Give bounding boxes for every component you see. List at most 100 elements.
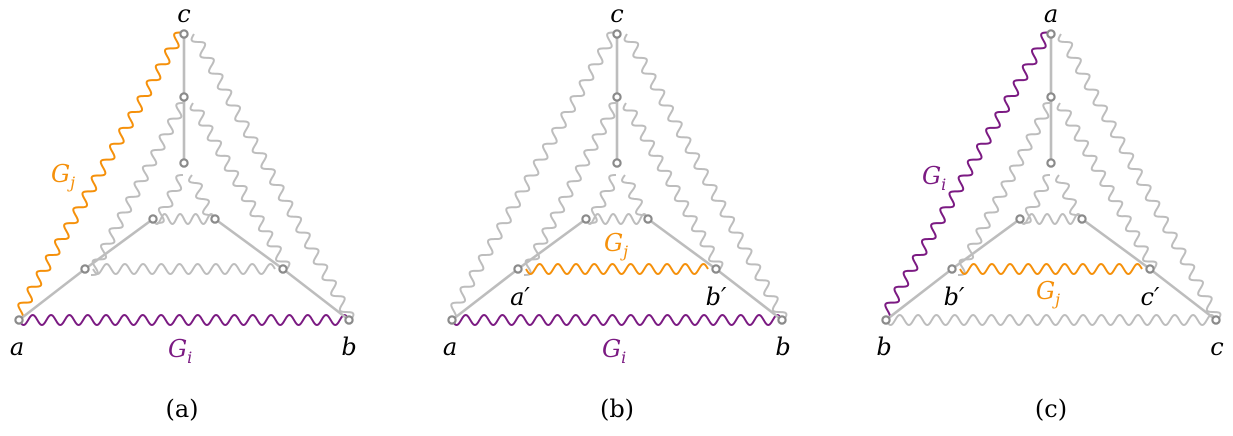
panel-c: a b c b′ c′ Gj Gi (c) xyxy=(876,0,1223,423)
right-middle-wavy-edge xyxy=(189,102,291,270)
right-outer-wavy-edge xyxy=(190,33,355,321)
left-inner-wavy-edge xyxy=(156,174,184,224)
caption: (a) xyxy=(165,395,198,423)
node-top-2 xyxy=(612,92,622,102)
node-right-2 xyxy=(278,264,288,274)
left-outer-wavy-edge xyxy=(882,31,1049,320)
node-right xyxy=(777,315,787,325)
left-middle-wavy-edge xyxy=(523,102,617,276)
node-left xyxy=(447,315,457,325)
node-right-3 xyxy=(210,214,220,224)
gi-label: Gi xyxy=(602,335,626,367)
node-left-3 xyxy=(581,214,591,224)
gj-subscript: j xyxy=(1052,290,1060,309)
spoke-left-1 xyxy=(451,267,519,322)
bottom-outer-wavy-edge xyxy=(885,313,1217,327)
right-middle-wavy-edge xyxy=(622,102,724,270)
node-right-3 xyxy=(1077,214,1087,224)
node-left xyxy=(881,315,891,325)
bottom-outer-wavy-edge xyxy=(451,313,783,327)
corner-label-right: b xyxy=(775,333,790,361)
gj-label: Gj xyxy=(604,229,628,261)
node-top xyxy=(612,29,622,39)
node-left-3 xyxy=(1015,214,1025,224)
node-top-3 xyxy=(1046,158,1056,168)
corner-label-right: b xyxy=(341,333,356,361)
inner-label-left: b′ xyxy=(944,283,965,311)
bottom-inner-wavy-edge xyxy=(1019,212,1083,226)
panel-b: c a b a′ b′ Gj Gi (b) xyxy=(443,0,791,423)
caption: (b) xyxy=(600,395,634,423)
spoke-right-1 xyxy=(715,267,783,322)
gi-subscript: i xyxy=(187,348,192,367)
corner-label-top: c xyxy=(610,0,623,28)
node-left-2 xyxy=(80,264,90,274)
gi-letter: G xyxy=(922,162,941,190)
caption: (c) xyxy=(1035,395,1067,423)
left-middle-wavy-edge xyxy=(957,102,1051,276)
gi-label: Gi xyxy=(922,162,946,194)
gj-label: Gj xyxy=(1036,277,1060,309)
bottom-middle-wavy-edge xyxy=(959,262,1143,276)
inner-label-right: c′ xyxy=(1141,283,1160,311)
corner-label-left: a xyxy=(443,333,457,361)
node-right xyxy=(1211,315,1221,325)
spoke-left-2 xyxy=(517,217,587,271)
gj-subscript: j xyxy=(620,242,628,261)
bottom-outer-wavy-edge xyxy=(18,313,350,327)
node-right-3 xyxy=(643,214,653,224)
spoke-right-2 xyxy=(1081,217,1151,271)
left-outer-wavy-edge xyxy=(448,31,615,320)
node-left-3 xyxy=(148,214,158,224)
node-top-2 xyxy=(1046,92,1056,102)
spoke-left-1 xyxy=(18,267,86,322)
spoke-left-2 xyxy=(84,217,154,271)
node-top xyxy=(1046,29,1056,39)
bottom-middle-wavy-edge xyxy=(525,262,709,276)
spoke-right-2 xyxy=(214,217,284,271)
node-top xyxy=(179,29,189,39)
right-middle-wavy-edge xyxy=(1056,102,1158,270)
gj-letter: G xyxy=(1036,277,1055,305)
panel-a: c a b Gj Gi (a) xyxy=(10,0,357,423)
left-outer-wavy-edge xyxy=(15,31,182,320)
node-right xyxy=(344,315,354,325)
bottom-inner-wavy-edge xyxy=(585,212,649,226)
right-outer-wavy-edge xyxy=(1057,33,1222,321)
corner-label-left: a xyxy=(10,333,24,361)
node-top-3 xyxy=(612,158,622,168)
gj-letter: G xyxy=(604,229,623,257)
panel-b-edges xyxy=(447,29,788,327)
gj-label: Gj xyxy=(51,160,75,192)
spoke-right-1 xyxy=(282,267,350,322)
node-left-2 xyxy=(513,264,523,274)
gi-letter: G xyxy=(168,335,187,363)
node-left xyxy=(14,315,24,325)
corner-label-top: c xyxy=(177,0,190,28)
left-inner-wavy-edge xyxy=(589,174,617,224)
corner-label-left: b xyxy=(876,333,891,361)
spoke-left-1 xyxy=(885,267,953,322)
corner-label-right: c xyxy=(1210,333,1223,361)
node-top-3 xyxy=(179,158,189,168)
left-inner-wavy-edge xyxy=(1023,174,1051,224)
inner-label-right: b′ xyxy=(706,283,727,311)
spoke-left-2 xyxy=(951,217,1021,271)
panel-a-edges xyxy=(14,29,355,327)
node-left-2 xyxy=(947,264,957,274)
left-middle-wavy-edge xyxy=(90,102,184,276)
bottom-inner-wavy-edge xyxy=(152,212,216,226)
gi-subscript: i xyxy=(941,175,946,194)
node-right-2 xyxy=(711,264,721,274)
gj-subscript: j xyxy=(67,173,75,192)
corner-label-top: a xyxy=(1044,0,1058,28)
gi-letter: G xyxy=(602,335,621,363)
right-outer-wavy-edge xyxy=(623,33,788,321)
spoke-right-1 xyxy=(1149,267,1217,322)
node-right-2 xyxy=(1145,264,1155,274)
gi-label: Gi xyxy=(168,335,192,367)
gi-subscript: i xyxy=(621,348,626,367)
spoke-right-2 xyxy=(647,217,717,271)
node-top-2 xyxy=(179,92,189,102)
